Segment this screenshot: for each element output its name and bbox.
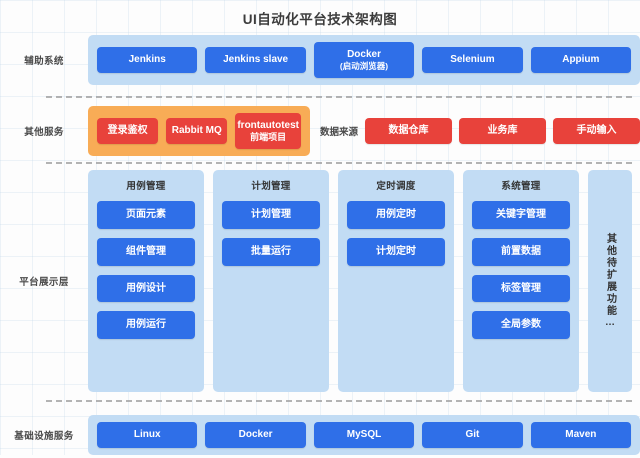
column-title-system-management: 系统管理 (501, 181, 541, 192)
platform-box-global-params[interactable]: 全局参数 (472, 311, 570, 340)
aux-box-appium[interactable]: Appium (530, 47, 632, 73)
data-source-group: 数据来源 数据仓库 业务库 手动输入 (320, 118, 640, 144)
divider-platform-infra (46, 400, 632, 402)
infra-box-maven[interactable]: Maven (530, 422, 632, 448)
data-source-box-warehouse-label: 数据仓库 (388, 125, 429, 137)
infra-box-git[interactable]: Git (422, 422, 523, 448)
aux-box-docker[interactable]: Docker (启动浏览器) (313, 42, 415, 78)
column-title-plan-management: 计划管理 (251, 181, 291, 192)
platform-box-batch-run[interactable]: 批量运行 (222, 237, 320, 266)
divider-aux-services (46, 96, 632, 98)
data-source-box-manual-input[interactable]: 手动输入 (553, 118, 640, 144)
platform-column-case-management: 用例管理 页面元素 组件管理 用例设计 用例运行 (88, 170, 204, 392)
service-box-frontautotest[interactable]: frontautotest 前端项目 (235, 112, 302, 150)
platform-columns: 用例管理 页面元素 组件管理 用例设计 用例运行 计划管理 计划管理 批量运行 … (88, 170, 640, 392)
aux-box-docker-label: Docker (347, 49, 381, 61)
layer-other-services: 其他服务 登录鉴权 Rabbit MQ frontautotest 前端项目 数… (0, 105, 640, 157)
infra-box-linux[interactable]: Linux (97, 422, 198, 448)
platform-box-plan-management[interactable]: 计划管理 (222, 201, 320, 229)
layer-label-other-services: 其他服务 (24, 127, 64, 138)
layer-platform-presentation: 平台展示层 用例管理 页面元素 组件管理 用例设计 用例运行 计划管理 计划管理… (0, 170, 640, 392)
layer-label-auxiliary: 辅助系统 (24, 56, 64, 67)
column-title-case-management: 用例管理 (126, 181, 166, 192)
platform-box-tag-management[interactable]: 标签管理 (472, 274, 570, 303)
service-box-rabbitmq-label: Rabbit MQ (171, 125, 222, 137)
auxiliary-band: Jenkins Jenkins slave Docker (启动浏览器) Sel… (88, 35, 640, 85)
aux-box-docker-sublabel: (启动浏览器) (339, 60, 389, 71)
aux-box-selenium-label: Selenium (450, 54, 495, 66)
service-box-frontautotest-label: frontautotest (237, 119, 300, 131)
column-title-scheduling: 定时调度 (376, 181, 416, 192)
future-extensions-label: 其他待扩展功能… (604, 232, 616, 330)
service-box-login-auth-label: 登录鉴权 (107, 125, 148, 137)
platform-box-plan-schedule[interactable]: 计划定时 (347, 237, 445, 266)
layer-label-platform: 平台展示层 (19, 277, 69, 288)
data-source-box-business-db-label: 业务库 (487, 125, 518, 137)
aux-box-jenkins[interactable]: Jenkins (97, 47, 198, 73)
aux-box-jenkins-slave-label: Jenkins slave (223, 54, 289, 66)
divider-services-platform (46, 162, 632, 164)
platform-box-preset-data[interactable]: 前置数据 (472, 237, 570, 266)
infra-box-docker[interactable]: Docker (205, 422, 306, 448)
aux-box-appium-label: Appium (562, 54, 600, 66)
aux-box-selenium[interactable]: Selenium (422, 47, 523, 73)
platform-box-component-management[interactable]: 组件管理 (97, 237, 195, 266)
service-box-login-auth[interactable]: 登录鉴权 (97, 118, 159, 144)
layer-auxiliary-systems: 辅助系统 Jenkins Jenkins slave Docker (启动浏览器… (0, 35, 640, 85)
infra-box-mysql[interactable]: MySQL (313, 422, 415, 448)
platform-box-keyword-management[interactable]: 关键字管理 (472, 201, 570, 229)
layer-label-infrastructure: 基础设施服务 (14, 431, 74, 442)
platform-column-plan-management: 计划管理 计划管理 批量运行 (213, 170, 329, 392)
platform-column-system-management: 系统管理 关键字管理 前置数据 标签管理 全局参数 (463, 170, 579, 392)
platform-box-case-run[interactable]: 用例运行 (97, 311, 195, 340)
aux-box-jenkins-slave[interactable]: Jenkins slave (205, 47, 306, 73)
platform-column-future-extensions: 其他待扩展功能… (588, 170, 632, 392)
data-source-label: 数据来源 (320, 126, 359, 138)
data-source-box-warehouse[interactable]: 数据仓库 (365, 118, 453, 144)
platform-box-case-schedule[interactable]: 用例定时 (347, 201, 445, 229)
infrastructure-band: Linux Docker MySQL Git Maven (88, 415, 640, 455)
data-source-box-business-db[interactable]: 业务库 (459, 118, 547, 144)
data-source-box-manual-input-label: 手动输入 (576, 125, 617, 137)
platform-box-case-design[interactable]: 用例设计 (97, 274, 195, 303)
page-title: UI自动化平台技术架构图 (242, 12, 398, 27)
services-band: 登录鉴权 Rabbit MQ frontautotest 前端项目 (88, 105, 310, 157)
service-box-frontautotest-sublabel: 前端项目 (250, 131, 287, 142)
service-box-rabbitmq[interactable]: Rabbit MQ (166, 118, 228, 144)
platform-box-page-elements[interactable]: 页面元素 (97, 201, 195, 229)
layer-infrastructure: 基础设施服务 Linux Docker MySQL Git Maven (0, 412, 640, 458)
platform-column-scheduling: 定时调度 用例定时 计划定时 (338, 170, 454, 392)
aux-box-jenkins-label: Jenkins (128, 54, 166, 66)
